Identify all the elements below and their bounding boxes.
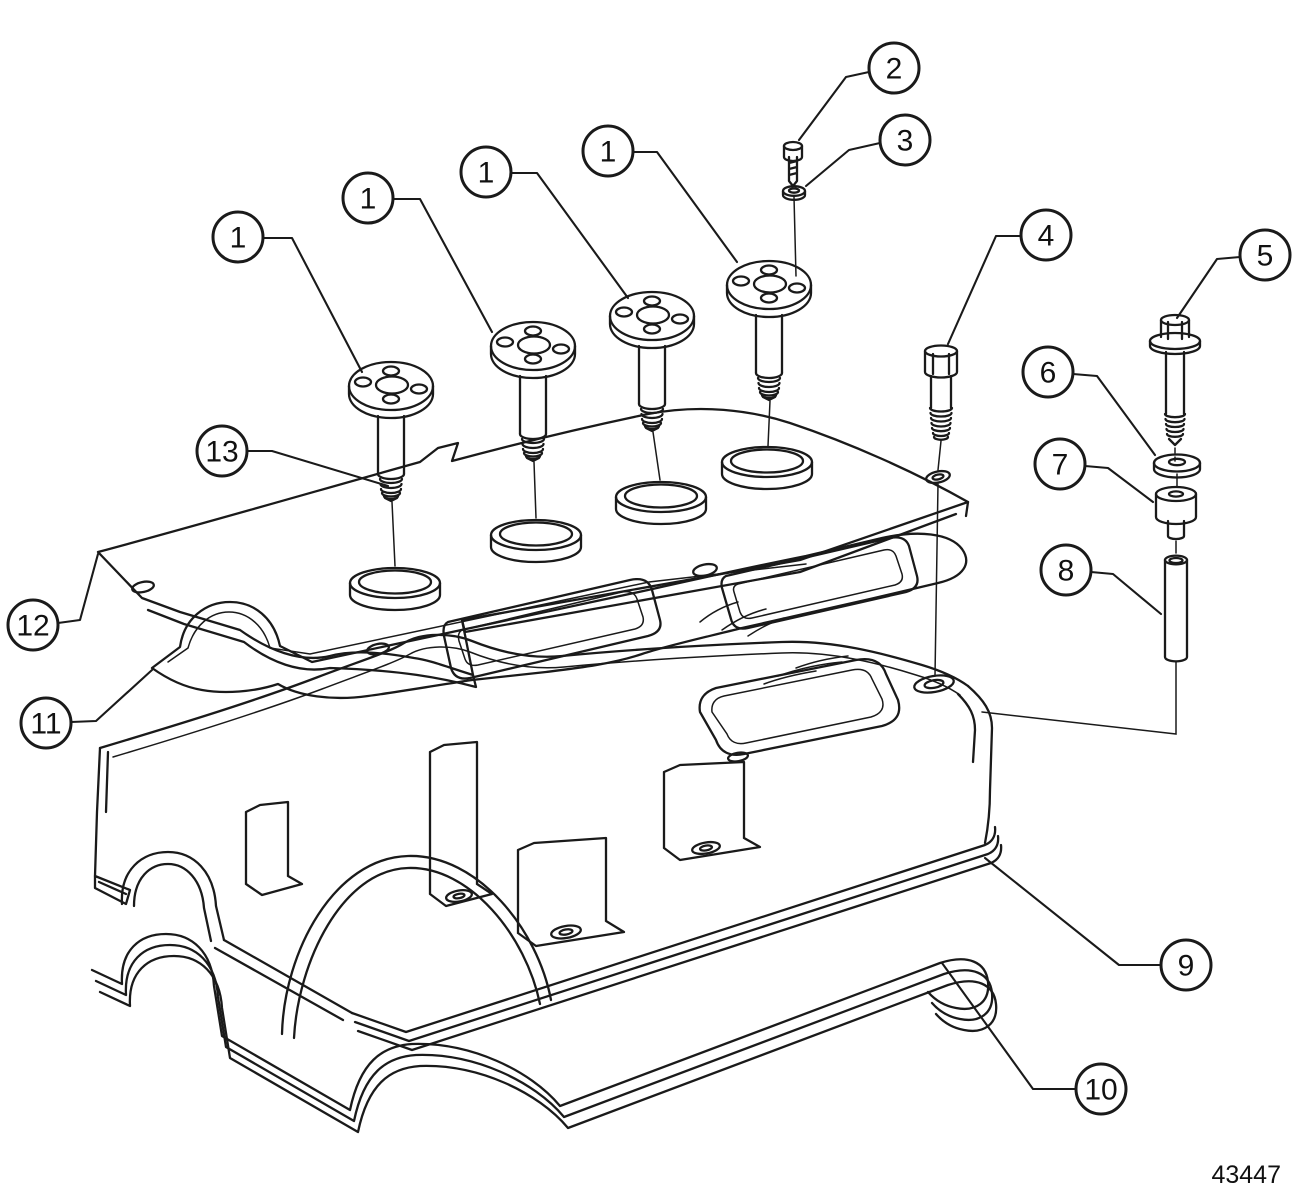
plate-tube-seats	[348, 445, 814, 612]
callout-number-1: 1	[478, 157, 495, 190]
callout-leader-11	[69, 668, 154, 724]
callout-circle-3	[878, 113, 932, 167]
cover-bottom-seal	[350, 825, 1003, 1052]
rubber-grommet	[1154, 485, 1198, 554]
callout-number-3: 3	[897, 125, 914, 158]
callout-number-4: 4	[1038, 220, 1055, 253]
flanged-tube-1	[347, 360, 435, 503]
valve-cover-body	[93, 633, 1003, 1052]
plate-bolt-hole-right	[925, 469, 951, 485]
figure-number: 43447	[1211, 1161, 1281, 1189]
upper-gasket	[150, 532, 968, 700]
callout-number-10: 10	[1084, 1074, 1117, 1107]
callout-circle-8	[1039, 543, 1093, 597]
callout-circle-1	[211, 210, 265, 264]
callout-circle-11	[19, 696, 73, 750]
cover-top-rim-inner	[112, 646, 961, 758]
callout-circle-2	[867, 41, 921, 95]
callout-circle-7	[1033, 437, 1087, 491]
callout-number-1: 1	[600, 136, 617, 169]
callout-number-1: 1	[230, 222, 247, 255]
callout-circle-1	[459, 145, 513, 199]
callout-number-11: 11	[30, 708, 61, 741]
callout-number-9: 9	[1178, 950, 1195, 983]
flat-washer	[1152, 453, 1202, 487]
callout-leader-2	[797, 70, 871, 142]
tube-centerlines	[391, 400, 771, 567]
callout-circle-5	[1238, 228, 1292, 282]
upper-gasket-opening-right	[720, 536, 919, 630]
callout-leader-1	[261, 236, 364, 374]
callout-leader-12	[56, 552, 100, 625]
flanged-tubes	[347, 259, 813, 567]
callout-circle-10	[1074, 1062, 1128, 1116]
flanged-tube-2	[489, 320, 577, 463]
callout-leader-10	[940, 961, 1078, 1091]
callout-number-6: 6	[1040, 357, 1057, 390]
cover-top-opening	[698, 655, 901, 756]
callout-circle-6	[1021, 345, 1075, 399]
cover-bolt-tower-mid-left	[428, 740, 494, 908]
small-screw	[782, 140, 804, 188]
upper-gasket-inner-line	[167, 563, 807, 663]
upper-gasket-outline	[150, 532, 968, 700]
cover-main-arch	[280, 854, 553, 1040]
callout-leader-4	[946, 234, 1023, 346]
callout-circle-13	[195, 424, 249, 478]
upper-gasket-hatching	[699, 601, 785, 637]
callout-circle-9	[1159, 938, 1213, 992]
flanged-tube-4	[725, 259, 813, 402]
callout-circle-1	[581, 124, 635, 178]
small-washer	[781, 185, 807, 277]
lower-gasket	[90, 932, 998, 1134]
hex-bolt-short	[923, 344, 959, 677]
callout-leader-6	[1071, 372, 1157, 457]
plate-outline	[96, 407, 970, 677]
callout-leader-1	[631, 150, 739, 264]
callout-leader-13	[245, 449, 390, 488]
plate-bolt-hole-left	[131, 580, 155, 594]
callout-leader-3	[804, 141, 882, 188]
cover-top-hole-small	[726, 751, 750, 763]
callout-number-5: 5	[1257, 240, 1274, 273]
cover-corner-boss	[913, 674, 955, 694]
callout-leader-9	[983, 856, 1163, 967]
callout-circle-12	[6, 598, 60, 652]
callout-leader-8	[1089, 570, 1163, 616]
callout-leader-7	[1083, 464, 1155, 504]
callout-number-12: 12	[16, 610, 49, 643]
callout-leader-5	[1175, 255, 1242, 320]
cover-top-rim	[98, 633, 970, 750]
callout-circle-1	[341, 171, 395, 225]
cover-bolt-tower-left	[244, 800, 304, 897]
plate-thickness-edge	[146, 500, 970, 689]
callout-number-13: 13	[205, 436, 238, 469]
cover-left-face	[93, 746, 110, 878]
callout-number-2: 2	[886, 53, 903, 86]
callout-number-7: 7	[1052, 449, 1069, 482]
cover-right-end	[956, 684, 994, 845]
callout-leader-1	[391, 197, 494, 334]
callout-leader-1	[509, 171, 630, 300]
spacer-sleeve	[981, 554, 1189, 735]
callout-circle-4	[1019, 208, 1073, 262]
cover-bolt-tower-mid	[516, 836, 626, 948]
cover-bolt-tower-right	[662, 760, 762, 862]
cover-left-arch	[120, 850, 354, 1022]
hex-bolt-long	[1148, 313, 1202, 462]
callout-number-8: 8	[1058, 555, 1075, 588]
callout-number-1: 1	[360, 183, 377, 216]
